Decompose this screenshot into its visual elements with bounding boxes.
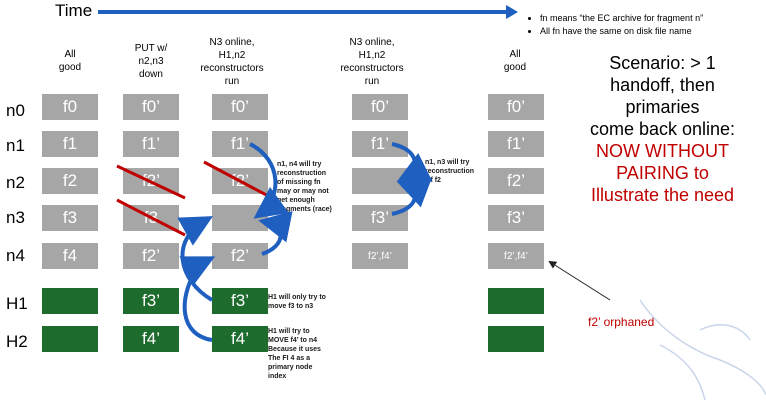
sketch-decoration [639,299,766,401]
handoff-box [488,326,544,352]
scenario-line: primaries [625,97,700,117]
strike-mark [203,160,273,200]
fragment-box: f1’ [212,131,268,157]
fragment-box: f0’ [352,94,408,120]
note-item: fn means “the EC archive for fragment n” [540,12,703,25]
scenario-line: handoff, then [610,75,715,95]
fragment-box: f2’ [212,243,268,269]
reconstruct-arrow [391,142,433,182]
column-header: All good [503,49,527,73]
fragment-box: f1’ [352,131,408,157]
reconstruct-arrow [249,142,289,219]
annotation-n1-n4: n1, n4 will try reconstruction of missin… [277,161,332,213]
strike-mark [116,198,186,237]
fragment-box: f3’ [488,205,544,231]
handoff-box: f4’ [123,326,179,352]
fragment-box: f3’ [352,205,408,231]
handoff-box: f3’ [123,288,179,314]
fragment-box: f0’ [123,94,179,120]
column-header: PUT w/ n2,n3 down [134,43,168,80]
row-label-n1: n1 [6,136,25,155]
scenario-text: Scenario: > 1 handoff, then primaries co… [560,52,765,206]
column-header: All good [58,49,82,73]
orphan-label: f2’ orphaned [588,315,655,329]
strike-mark [116,164,186,200]
orphan-arrow [548,260,611,301]
time-arrow [98,5,518,19]
reconstruct-arrow [391,177,433,216]
fragment-box: f4 [42,243,98,269]
fragment-box: f2’,f4’ [488,243,544,269]
scenario-emphasis: PAIRING to [616,163,709,183]
fragment-box: f1 [42,131,98,157]
fragment-box: f0’ [488,94,544,120]
scenario-line: come back online: [589,119,736,139]
handoff-box [42,326,98,352]
row-label-n4: n4 [6,246,25,265]
handoff-box [488,288,544,314]
reconstruct-arrow [258,211,293,256]
row-label-n2: n2 [6,173,25,192]
row-label-h2: H2 [6,332,28,351]
notes-list: fn means “the EC archive for fragment n”… [522,12,703,38]
row-label-h1: H1 [6,294,28,313]
fragment-box: f2’ [488,168,544,194]
scenario-emphasis: NOW WITHOUT [596,141,729,161]
scenario-line: Scenario: > 1 [609,53,716,73]
annotation-h1: H1 will only try to move f3 to n3 [268,294,326,310]
fragment-box: f1’ [123,131,179,157]
fragment-box: f1’ [488,131,544,157]
fragment-box: f2’,f4’ [352,243,408,269]
column-header: N3 online, H1,n2 reconstructors run [340,37,404,87]
fragment-box: f0 [42,94,98,120]
handoff-box: f3’ [212,288,268,314]
fragment-box: f2’ [123,243,179,269]
fragment-box: f2 [42,168,98,194]
annotation-h2: H1 will try to MOVE f4’ to n4 Because it… [268,328,321,380]
time-label: Time [55,1,93,20]
row-label-n3: n3 [6,208,25,227]
note-item: All fn have the same on disk file name [540,25,703,38]
handoff-box: f4’ [212,326,268,352]
fragment-box: f0’ [212,94,268,120]
scenario-emphasis: Illustrate the need [590,185,735,205]
handoff-box [42,288,98,314]
fragment-box: f3 [42,205,98,231]
handoff-arrow [179,256,216,342]
row-label-n0: n0 [6,101,25,120]
column-header: N3 online, H1,n2 reconstructors run [200,37,264,87]
